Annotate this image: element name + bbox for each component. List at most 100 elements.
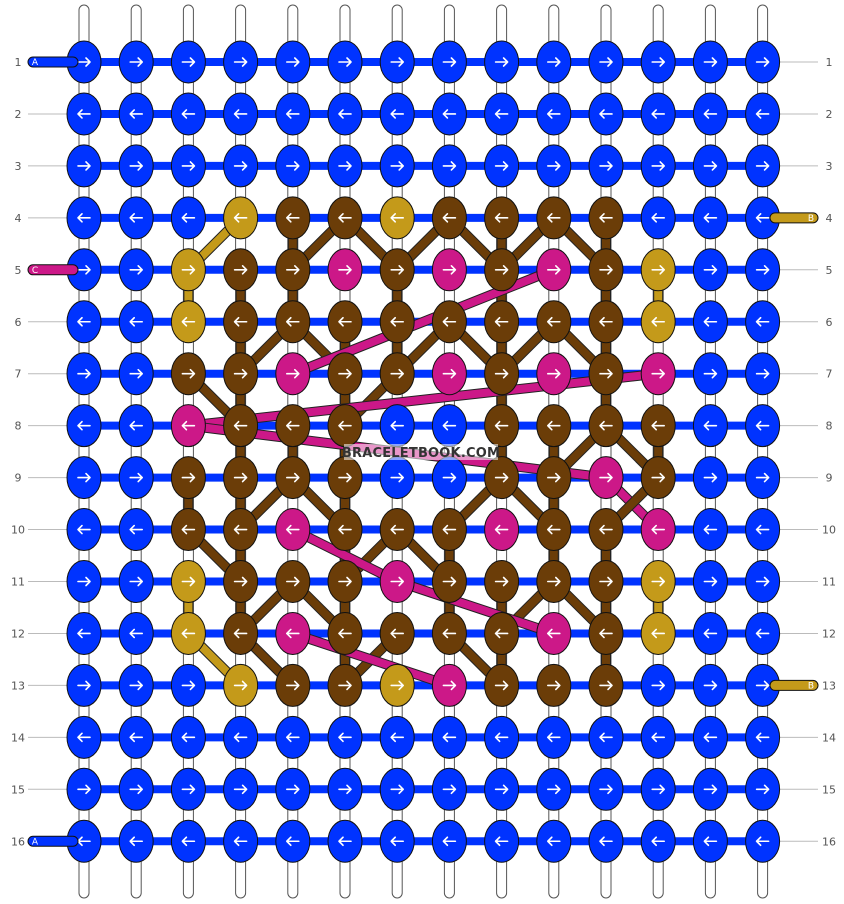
knot: [640, 404, 676, 448]
arrow-right-icon: [181, 265, 196, 275]
knot: [275, 40, 311, 84]
knot: [275, 611, 311, 655]
watermark: BRACELETBOOK.COM: [342, 444, 500, 461]
knot: [118, 560, 154, 603]
knot: [745, 92, 781, 136]
arrow-right-icon: [703, 680, 718, 691]
knot: [379, 92, 415, 136]
arrow-left-icon: [181, 836, 196, 847]
arrow-left-icon: [494, 628, 509, 639]
knot: [588, 767, 624, 811]
arrow-left-icon: [442, 524, 457, 535]
arrow-right-icon: [599, 472, 613, 483]
arrow-left-icon: [651, 628, 665, 639]
knot: [745, 456, 781, 500]
knot: [327, 248, 363, 292]
knot: [170, 300, 206, 344]
arrow-right-icon: [390, 680, 404, 691]
knot: [275, 508, 311, 552]
knot: [588, 819, 624, 863]
row-number-right: 16: [822, 835, 836, 848]
arrow-left-icon: [651, 836, 665, 847]
arrow-left-icon: [442, 628, 457, 639]
row-number-left: 5: [15, 264, 22, 277]
knot: [484, 663, 520, 707]
knot: [431, 300, 467, 344]
arrow-left-icon: [338, 420, 352, 431]
knot: [379, 300, 415, 344]
arrow-left-icon: [286, 628, 300, 639]
knot: [118, 819, 154, 863]
knot: [692, 456, 728, 500]
string-end-right: B: [769, 679, 819, 691]
knot: [431, 144, 467, 188]
knot: [640, 560, 676, 603]
arrow-right-icon: [703, 368, 718, 379]
arrow-left-icon: [547, 628, 561, 639]
knot: [536, 560, 572, 603]
arrow-right-icon: [651, 57, 665, 67]
arrow-right-icon: [233, 161, 248, 171]
knot: [640, 611, 676, 655]
string-end-left: A: [27, 835, 79, 847]
arrow-right-icon: [390, 576, 404, 587]
knot: [640, 92, 676, 136]
knot: [223, 196, 259, 240]
knot: [327, 352, 363, 396]
string-end-tab: [769, 212, 819, 224]
arrow-right-icon: [599, 576, 613, 587]
arrow-right-icon: [547, 57, 561, 67]
arrow-left-icon: [599, 628, 613, 639]
knot: [745, 40, 781, 84]
knot: [66, 715, 102, 759]
knot: [536, 196, 572, 240]
arrow-right-icon: [286, 57, 300, 67]
knot: [170, 715, 206, 759]
knot: [640, 144, 676, 188]
knot: [327, 508, 363, 552]
knot: [170, 456, 206, 500]
knot: [588, 508, 624, 552]
arrow-right-icon: [338, 265, 352, 275]
arrow-right-icon: [286, 472, 300, 483]
arrow-left-icon: [390, 420, 404, 431]
knot: [431, 456, 467, 500]
arrow-left-icon: [233, 109, 248, 119]
arrow-right-icon: [338, 576, 352, 587]
knot: [66, 508, 102, 552]
arrow-right-icon: [233, 680, 248, 691]
arrow-right-icon: [651, 161, 665, 171]
arrow-left-icon: [703, 213, 718, 223]
arrow-right-icon: [494, 57, 509, 67]
arrow-left-icon: [755, 628, 770, 639]
arrow-left-icon: [338, 836, 352, 847]
arrow-right-icon: [599, 265, 613, 275]
knot: [536, 300, 572, 344]
knot: [379, 767, 415, 811]
row-number-right: 15: [822, 783, 836, 796]
knot: [536, 144, 572, 188]
knot: [66, 92, 102, 136]
arrow-right-icon: [442, 576, 457, 587]
knot: [484, 248, 520, 292]
row-number-left: 16: [11, 835, 25, 848]
knot: [118, 456, 154, 500]
arrow-right-icon: [703, 576, 718, 587]
arrow-right-icon: [755, 784, 770, 795]
arrow-right-icon: [442, 265, 457, 275]
arrow-left-icon: [338, 732, 352, 743]
knot: [327, 767, 363, 811]
knot: [223, 611, 259, 655]
knot: [745, 767, 781, 811]
arrow-left-icon: [338, 628, 352, 639]
knot: [588, 352, 624, 396]
arrow-left-icon: [442, 836, 457, 847]
arrow-right-icon: [547, 680, 561, 691]
knot: [66, 456, 102, 500]
knot: [588, 715, 624, 759]
watermark-background: [344, 444, 498, 460]
knot: [118, 196, 154, 240]
knot: [745, 663, 781, 707]
row-number-right: 7: [826, 368, 833, 381]
